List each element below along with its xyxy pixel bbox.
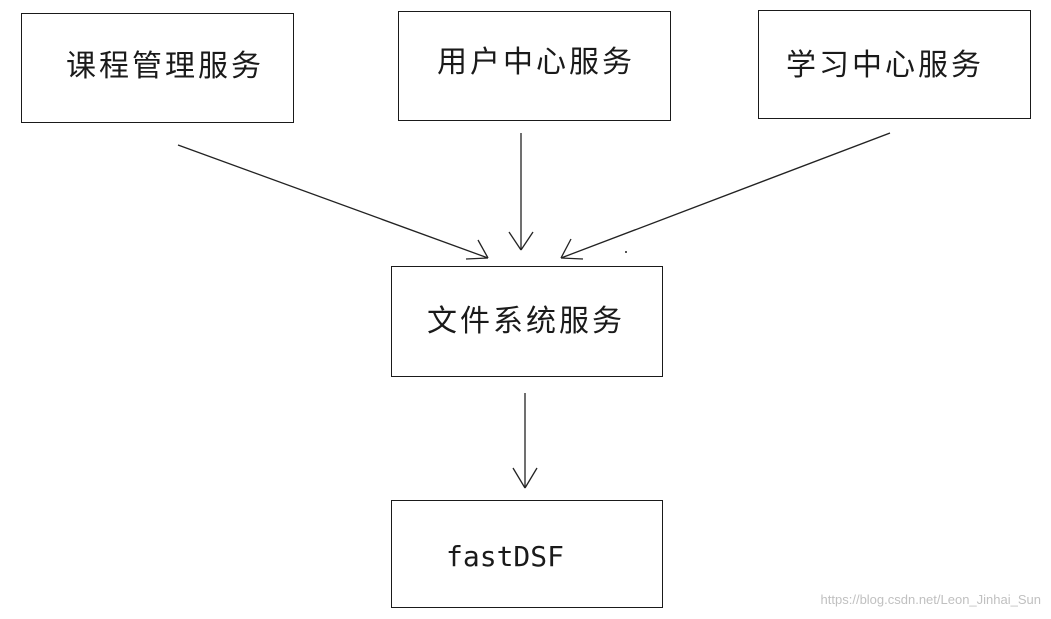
watermark: https://blog.csdn.net/Leon_Jinhai_Sun <box>820 592 1041 607</box>
arrow-course-to-file <box>177 144 489 260</box>
stray-mark <box>625 251 627 253</box>
user-service-node: 用户中心服务 <box>398 11 671 121</box>
course-service-node: 课程管理服务 <box>21 13 294 123</box>
user-service-label: 用户中心服务 <box>437 45 635 80</box>
storage-node: fastDSF <box>391 500 663 608</box>
file-service-label: 文件系统服务 <box>427 304 625 339</box>
learning-service-label: 学习中心服务 <box>786 48 984 83</box>
learning-service-node: 学习中心服务 <box>758 10 1031 119</box>
file-service-node: 文件系统服务 <box>391 266 663 377</box>
arrow-user-to-file <box>508 133 534 251</box>
course-service-label: 课程管理服务 <box>66 49 264 84</box>
storage-label: fastDSF <box>446 540 565 573</box>
arrow-file-to-storage <box>512 393 538 489</box>
arrow-learning-to-file <box>560 132 891 260</box>
